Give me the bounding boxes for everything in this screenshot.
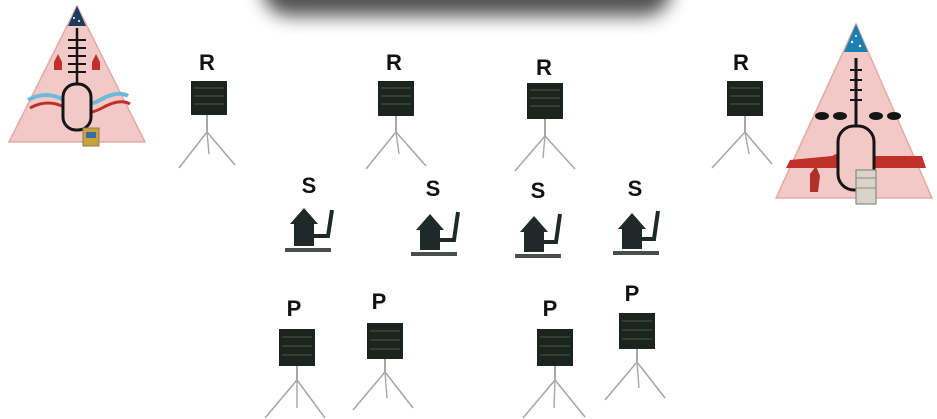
teepee-right-icon	[772, 22, 936, 208]
title-shadow	[262, 0, 672, 16]
target-stand-icon	[350, 322, 416, 412]
lane-label-s: S	[623, 178, 647, 200]
lane-label-p: P	[282, 298, 306, 320]
lane-label-s: S	[526, 180, 550, 202]
lane-label-r: R	[729, 52, 753, 74]
target-stand-icon	[520, 328, 586, 419]
target-stand-icon	[602, 312, 668, 402]
lane-label-r: R	[195, 52, 219, 74]
lane-label-s: S	[421, 178, 445, 200]
target-stand-icon	[512, 82, 578, 174]
lane-label-r: R	[382, 52, 406, 74]
target-stand-icon	[709, 80, 775, 172]
lane-label-p: P	[620, 283, 644, 305]
silhouette-target-icon	[284, 200, 338, 256]
lane-label-r: R	[532, 57, 556, 79]
lane-label-p: P	[538, 298, 562, 320]
target-stand-icon	[176, 80, 238, 172]
teepee-left-icon	[6, 4, 148, 150]
target-stand-icon	[363, 80, 429, 172]
silhouette-target-icon	[410, 206, 464, 260]
silhouette-target-icon	[514, 208, 568, 262]
lane-label-s: S	[297, 175, 321, 197]
silhouette-target-icon	[612, 205, 666, 259]
target-stand-icon	[262, 328, 328, 419]
lane-label-p: P	[367, 291, 391, 313]
